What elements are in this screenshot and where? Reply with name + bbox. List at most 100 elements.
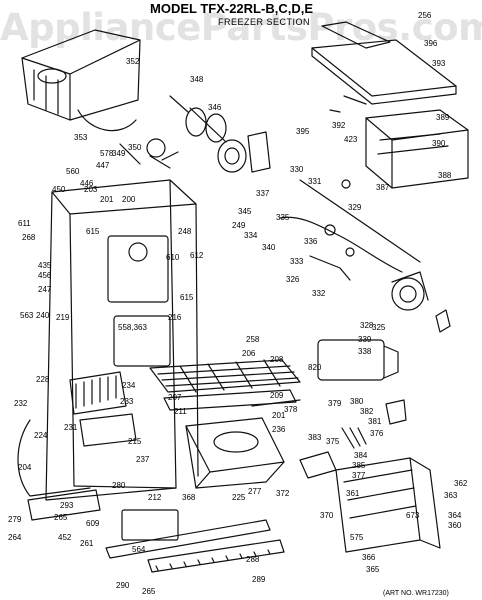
dispenser-drawing [299,339,441,553]
part-callout-105: 393 [432,59,446,68]
part-callout-13: 200 [122,195,136,204]
part-callout-89: 288 [246,555,260,564]
art-number: (ART NO. WR17230) [383,590,449,597]
part-callout-29: 331 [308,177,322,186]
part-callout-95: 364 [448,511,462,520]
part-callout-110: 390 [432,139,446,148]
part-callout-52: 233 [120,397,134,406]
part-callout-26: 326 [286,275,300,284]
part-callout-33: 339 [358,335,372,344]
part-callout-53: 232 [14,399,28,408]
part-callout-59: 211 [174,407,187,416]
part-callout-10: 450 [52,185,66,194]
part-callout-94: 363 [444,491,458,500]
part-callout-11: 203 [84,185,98,194]
part-callout-73: 376 [370,429,384,438]
part-callout-28: 329 [348,203,362,212]
part-callout-5: 447 [96,161,110,170]
part-callout-16: 615 [86,227,100,236]
part-callout-100: 575 [350,533,364,542]
part-callout-34: 338 [358,347,372,356]
part-callout-112: 388 [438,171,452,180]
part-callout-2: 346 [208,103,222,112]
part-callout-51: 234 [122,381,136,390]
part-callout-67: 368 [182,493,196,502]
part-callout-71: 382 [360,407,374,416]
part-callout-4: 578 [100,149,114,158]
part-callout-108: 423 [344,135,358,144]
part-callout-49: 820 [308,363,322,372]
part-callout-72: 381 [368,417,382,426]
part-callout-58: 209 [270,391,284,400]
part-callout-62: 237 [136,455,150,464]
part-callout-35: 435 [38,261,52,270]
part-callout-103: 256 [418,11,432,20]
part-callout-14: 611 [18,219,31,228]
part-callout-66: 280 [112,481,126,490]
part-callout-99: 361 [346,489,360,498]
part-callout-9: 446 [80,179,94,188]
part-callout-17: 248 [178,227,192,236]
part-callout-87: 564 [132,545,146,554]
part-callout-37: 247 [38,285,52,294]
part-callout-50: 228 [36,375,50,384]
part-callout-80: 279 [8,515,22,524]
part-callout-41: 615 [180,293,194,302]
part-callout-74: 383 [308,433,322,442]
basket-drawing [185,417,285,489]
part-callout-64: 225 [232,493,246,502]
part-callout-82: 293 [60,501,74,510]
part-callout-54: 224 [34,431,48,440]
part-callout-15: 268 [22,233,36,242]
part-callout-96: 673 [406,511,420,520]
part-callout-60: 201 [272,411,286,420]
part-callout-77: 385 [352,461,366,470]
ice-maker-drawing [311,21,469,189]
part-callout-65: 204 [18,463,32,472]
part-callout-85: 452 [58,533,72,542]
part-callout-24: 333 [290,257,304,266]
part-callout-88: 277 [248,487,262,496]
part-callout-79: 372 [276,489,290,498]
part-callout-56: 215 [128,437,142,446]
part-callout-19: 345 [238,207,252,216]
part-callout-57: 207 [168,393,182,402]
part-callout-32: 328 [360,321,374,330]
part-callout-63: 212 [148,493,162,502]
part-callout-0: 352 [126,57,140,66]
part-callout-43: 219 [56,313,70,322]
part-callout-30: 330 [290,165,304,174]
part-callout-92: 265 [142,587,156,596]
part-callout-90: 289 [252,575,266,584]
part-callout-83: 265 [54,513,68,522]
part-callout-7: 350 [128,143,142,152]
part-callout-69: 379 [328,399,342,408]
part-callout-55: 231 [64,423,78,432]
part-callout-20: 334 [244,231,258,240]
part-callout-38: 563 [20,311,34,320]
part-callout-111: 387 [376,183,390,192]
part-callout-12: 201 [100,195,114,204]
auger-parts-drawing [119,95,271,173]
part-callout-78: 377 [352,471,366,480]
part-callout-104: 396 [424,39,438,48]
part-callout-22: 335 [276,213,290,222]
part-callout-86: 261 [80,539,94,548]
part-callout-25: 336 [304,237,318,246]
part-callout-91: 290 [116,581,130,590]
part-callout-44: 558,363 [118,323,147,332]
part-callout-39: 612 [190,251,204,260]
part-callout-76: 384 [354,451,368,460]
part-callout-23: 340 [262,243,276,252]
part-callout-45: 216 [168,313,182,322]
part-callout-40: 610 [166,253,180,262]
part-callout-61: 236 [272,425,286,434]
part-callout-68: 378 [284,405,298,414]
part-callout-97: 360 [448,521,462,530]
part-callout-18: 249 [232,221,246,230]
diagram-title: MODEL TFX-22RL-B,C,D,E [150,1,313,16]
part-callout-8: 560 [66,167,80,176]
part-callout-102: 365 [366,565,380,574]
